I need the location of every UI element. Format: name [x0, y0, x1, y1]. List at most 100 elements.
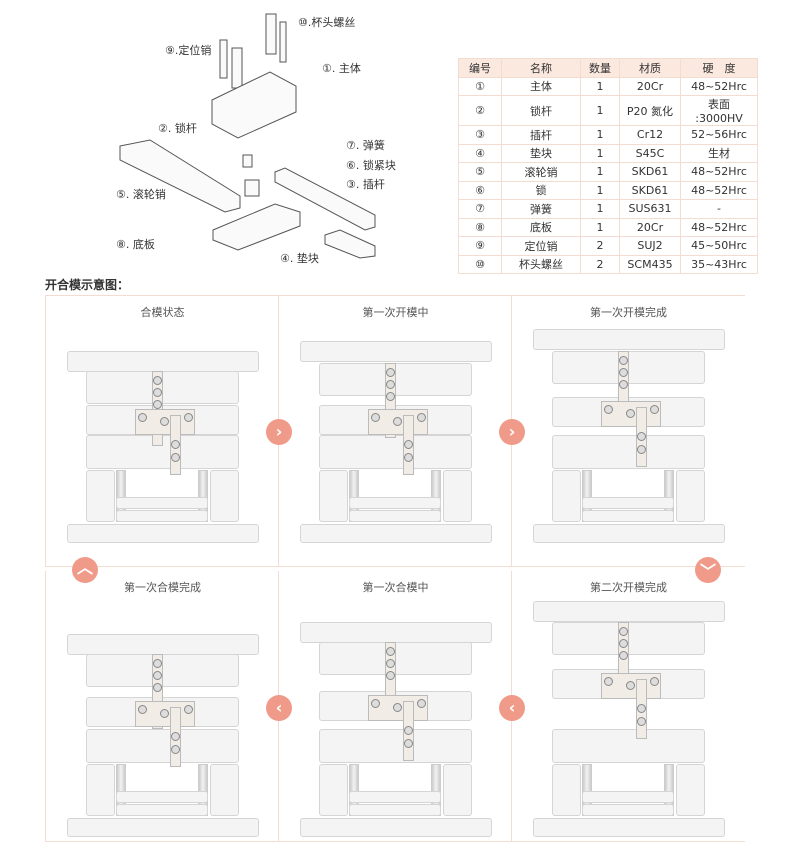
spacer-block	[552, 470, 581, 522]
table-cell: ⑧	[458, 217, 502, 237]
screw-icon	[619, 380, 628, 389]
screw-icon	[404, 440, 413, 449]
label-cap-screw: ⑩.杯头螺丝	[298, 16, 356, 29]
table-cell: SKD61	[619, 180, 681, 200]
table-cell: P20 氮化	[619, 95, 681, 126]
spacer-block	[443, 470, 472, 522]
support-plate	[552, 729, 705, 763]
ejector-plate	[582, 791, 674, 803]
top-clamp-plate	[533, 601, 725, 622]
lock-block	[242, 154, 253, 168]
table-cell: S45C	[619, 143, 681, 163]
table-cell: ①	[458, 76, 502, 96]
table-cell: 48~52Hrc	[680, 217, 758, 237]
screw-icon	[404, 453, 413, 462]
cap-screw	[231, 47, 243, 89]
table-cell: ③	[458, 125, 502, 145]
base-plate	[212, 203, 301, 251]
bottom-clamp-plate	[533, 818, 725, 837]
ejector-plate	[349, 791, 441, 803]
label-base-plate: ⑧. 底板	[116, 238, 155, 251]
col-header: 编号	[458, 58, 502, 78]
prev-arrow-button[interactable]: ‹	[499, 695, 525, 721]
spacer-block	[319, 470, 348, 522]
table-cell: ⑦	[458, 199, 502, 219]
mold-panel: 第一次开模完成	[511, 296, 745, 567]
table-cell: 20Cr	[619, 76, 681, 96]
table-cell: 1	[580, 180, 620, 200]
spacer-block	[443, 764, 472, 816]
spacer-block	[676, 470, 705, 522]
bottom-clamp-plate	[533, 524, 725, 543]
table-cell: 定位销	[501, 236, 581, 256]
screw-icon	[153, 659, 162, 668]
label-spring: ⑦. 弹簧	[346, 139, 385, 152]
up-arrow-button[interactable]: ︿	[72, 557, 98, 583]
spacer-block	[319, 764, 348, 816]
spacer-block	[210, 470, 239, 522]
mold-panel: 合模状态	[45, 296, 279, 567]
support-plate	[319, 729, 472, 763]
screw-icon	[171, 732, 180, 741]
screw-icon	[417, 413, 426, 422]
table-cell: 主体	[501, 76, 581, 96]
table-cell: 48~52Hrc	[680, 76, 758, 96]
screw-icon	[619, 639, 628, 648]
cap-screw	[265, 13, 277, 55]
screw-icon	[386, 380, 395, 389]
table-cell: ⑩	[458, 254, 502, 274]
next-arrow-button[interactable]: ›	[499, 419, 525, 445]
screw-icon	[371, 413, 380, 422]
screw-icon	[393, 417, 402, 426]
down-arrow-button[interactable]: ﹀	[695, 557, 721, 583]
bottom-clamp-plate	[300, 524, 492, 543]
screw-icon	[604, 677, 613, 686]
screw-icon	[619, 368, 628, 377]
dowel-pin	[279, 21, 287, 63]
screw-icon	[171, 745, 180, 754]
ejector-plate	[349, 497, 441, 509]
col-header: 材质	[619, 58, 681, 78]
support-plate	[86, 729, 239, 763]
screw-icon	[153, 400, 162, 409]
table-cell: 45~50Hrc	[680, 236, 758, 256]
table-cell: ⑨	[458, 236, 502, 256]
table-cell: 1	[580, 143, 620, 163]
screw-icon	[637, 445, 646, 454]
label-lock-block: ⑥. 锁紧块	[346, 159, 396, 172]
screw-icon	[171, 453, 180, 462]
top-clamp-plate	[533, 329, 725, 350]
spacer-block	[676, 764, 705, 816]
table-cell: ②	[458, 95, 502, 126]
table-cell: 1	[580, 76, 620, 96]
screw-icon	[386, 392, 395, 401]
screw-icon	[386, 659, 395, 668]
mold-diagram-grid: 合模状态第一次开模中第一次开模完成第一次合模完成第一次合模中第二次开模完成	[45, 295, 745, 842]
panel-title: 合模状态	[140, 306, 185, 319]
next-arrow-button[interactable]: ›	[266, 419, 292, 445]
table-cell: 35~43Hrc	[680, 254, 758, 274]
screw-icon	[371, 699, 380, 708]
screw-icon	[160, 709, 169, 718]
screw-icon	[650, 405, 659, 414]
screw-icon	[650, 677, 659, 686]
screw-icon	[619, 627, 628, 636]
prev-arrow-button[interactable]: ‹	[266, 695, 292, 721]
table-cell: Cr12	[619, 125, 681, 145]
dowel-pin	[219, 39, 228, 79]
table-cell: SKD61	[619, 162, 681, 182]
exploded-drawing	[119, 13, 376, 259]
table-cell: 2	[580, 236, 620, 256]
spacer-block	[86, 764, 115, 816]
panel-title: 第一次合模完成	[124, 581, 201, 594]
table-cell: 1	[580, 95, 620, 126]
table-cell: 杯头螺丝	[501, 254, 581, 274]
ejector-plate	[349, 804, 441, 816]
table-cell: 滚轮销	[501, 162, 581, 182]
mold-panel: 第二次开模完成	[511, 571, 745, 842]
